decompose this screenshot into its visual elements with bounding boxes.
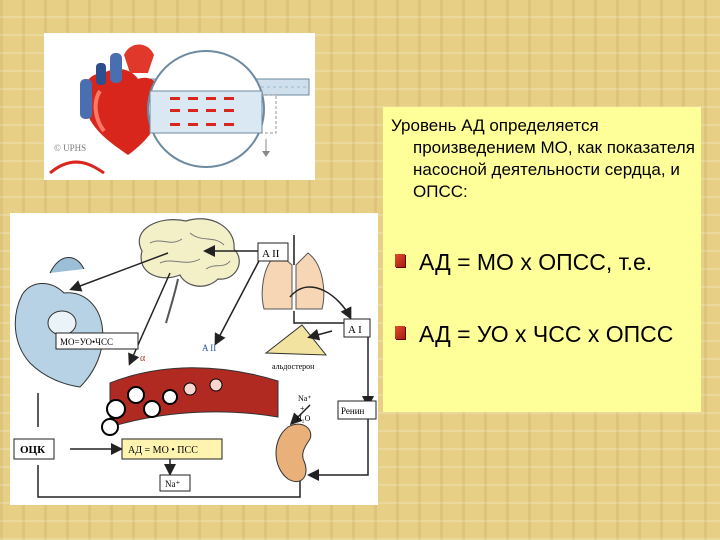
otsk-box <box>13 438 55 460</box>
heart-vessel-illustration: © UPHS <box>44 33 315 180</box>
a2-small-label: A II <box>202 343 216 353</box>
aldosterone-label: альдостерон <box>272 362 315 371</box>
na-bottom-label: Na⁺ <box>165 479 180 489</box>
na-label: Na⁺ <box>298 394 312 403</box>
formula-2-text: АД = УО х ЧСС х ОПСС <box>419 321 674 347</box>
ad-formula-label: АД = МО • ПСС <box>128 445 198 456</box>
renin-box <box>337 400 377 420</box>
a2-box <box>257 242 289 262</box>
plus-label: + <box>300 404 305 413</box>
bullet-icon <box>395 326 405 339</box>
lungs-drawing <box>261 235 325 310</box>
heart-vessel-svg: © UPHS <box>49 44 310 175</box>
bullet-icon <box>395 254 405 267</box>
kidney-drawing <box>275 423 312 483</box>
vessel-drawing <box>101 367 279 436</box>
blood-dashes <box>170 97 234 126</box>
mo-formula-label: МО=УО•ЧСС <box>60 337 113 347</box>
alpha-label: α <box>140 353 146 364</box>
formula-1-text: АД = МО х ОПСС, т.е. <box>419 249 653 275</box>
regulation-diagram-svg: A II A I МО=УО•ЧСС A II α альдостерон Na… <box>13 218 377 498</box>
formula-1: АД = МО х ОПСС, т.е. <box>389 247 689 277</box>
a1-label: A I <box>348 324 362 336</box>
ad-formula-box <box>121 438 223 460</box>
a1-box <box>343 318 371 338</box>
regulation-diagram: A II A I МО=УО•ЧСС A II α альдостерон Na… <box>10 213 378 505</box>
na-bottom-box <box>159 474 191 492</box>
text-panel: Уровень АД определяется произведением МО… <box>383 107 701 412</box>
adrenal-drawing <box>264 324 328 356</box>
flow-arrows <box>37 245 374 498</box>
otsk-label: ОЦК <box>20 444 45 456</box>
formula-2: АД = УО х ЧСС х ОПСС <box>389 319 689 349</box>
a2-label: A II <box>262 248 280 260</box>
intro-text: Уровень АД определяется произведением МО… <box>391 116 695 201</box>
copyright-text: © UPHS <box>54 143 86 153</box>
h2o-label: H₂O <box>296 414 311 423</box>
heart-drawing <box>14 257 104 388</box>
renin-label: Ренин <box>341 406 365 416</box>
mo-box <box>55 332 139 350</box>
brain-drawing <box>138 218 240 324</box>
